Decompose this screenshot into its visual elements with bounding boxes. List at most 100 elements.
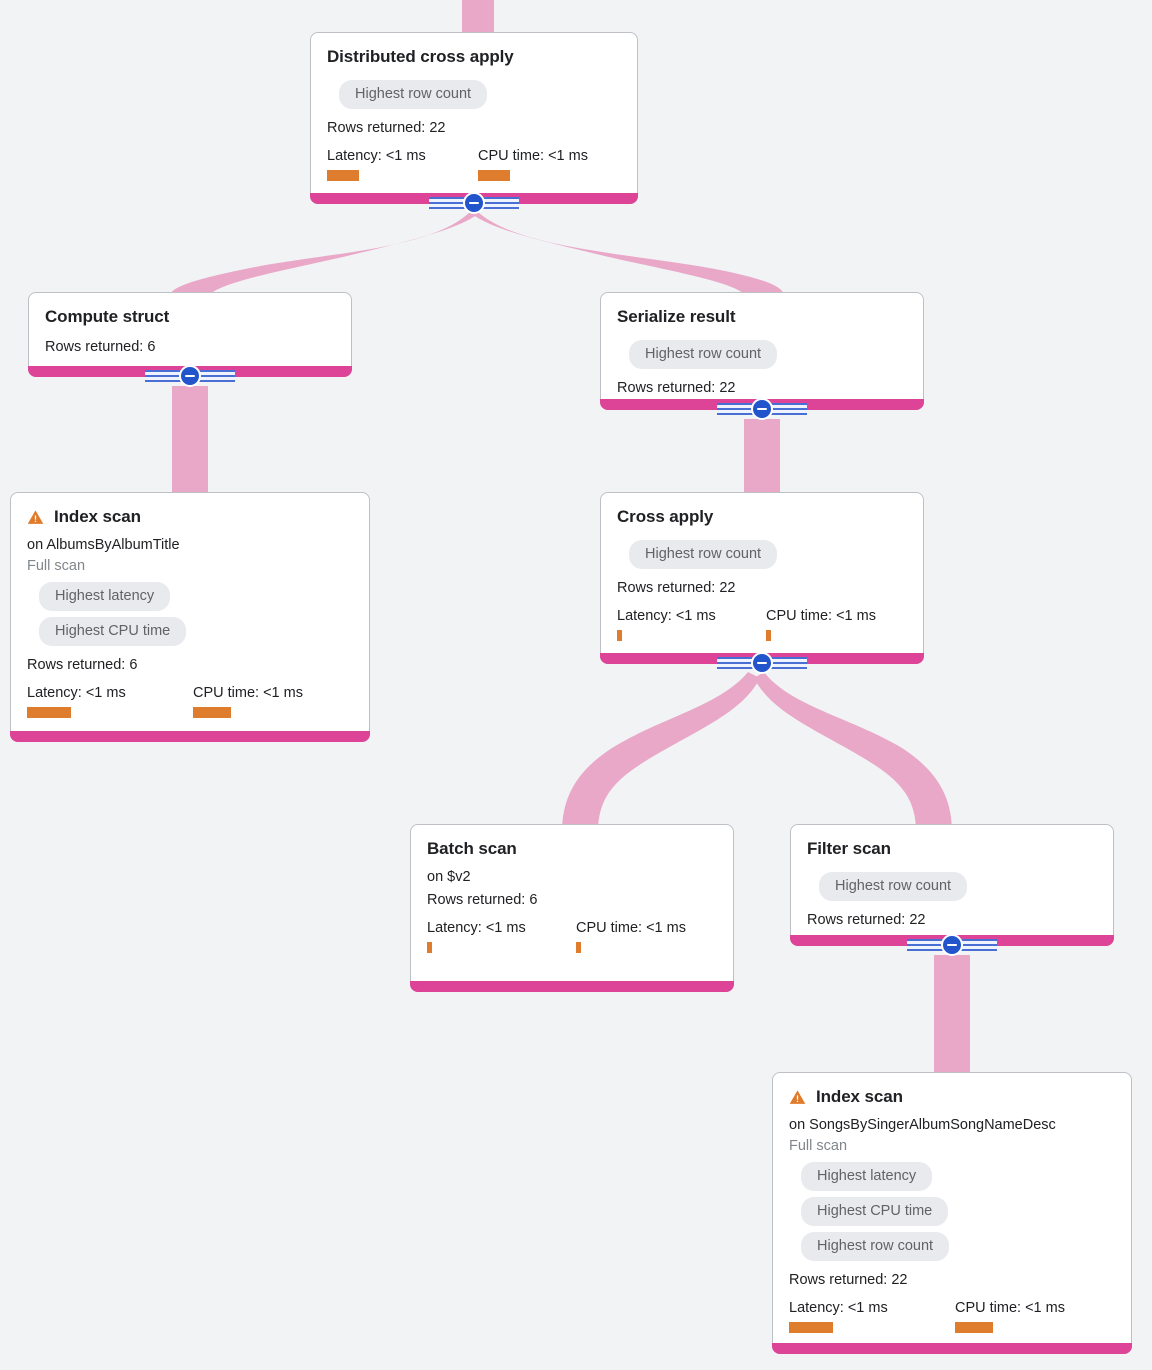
cpu-time-label: CPU time: <1 ms <box>193 685 303 701</box>
node-target: on SongsBySingerAlbumSongNameDesc <box>789 1117 1056 1133</box>
rows-returned: Rows returned: 6 <box>27 657 138 673</box>
cpu-time-bar <box>766 630 771 641</box>
badge-highest-cpu-time: Highest CPU time <box>801 1197 949 1226</box>
minus-glyph <box>947 944 957 946</box>
node-footer-bar <box>410 981 734 992</box>
latency-metric: Latency: <1 ms <box>427 919 576 953</box>
node-metrics: Latency: <1 ms CPU time: <1 ms <box>789 1299 1115 1333</box>
edge-root-stub <box>462 0 494 34</box>
cpu-time-metric: CPU time: <1 ms <box>766 607 876 641</box>
node-badges: Highest row count <box>617 340 907 369</box>
node-metrics: Latency: <1 ms CPU time: <1 ms <box>27 684 353 718</box>
badge-highest-row-count: Highest row count <box>819 872 968 901</box>
minus-icon[interactable] <box>751 652 773 674</box>
node-title: Distributed cross apply <box>327 47 514 66</box>
node-scan-note: Full scan <box>789 1138 848 1154</box>
badge-highest-row-count: Highest row count <box>629 540 778 569</box>
latency-label: Latency: <1 ms <box>327 148 426 164</box>
node-badges: Highest row count <box>617 540 907 569</box>
warning-triangle-icon <box>27 509 44 524</box>
cpu-time-metric: CPU time: <1 ms <box>955 1299 1065 1333</box>
badge-highest-latency: Highest latency <box>39 582 171 611</box>
node-scan-note: Full scan <box>27 558 86 574</box>
node-title-row: Cross apply <box>617 507 907 527</box>
rows-returned: Rows returned: 22 <box>617 580 736 596</box>
warning-triangle-icon <box>789 1089 806 1104</box>
cpu-time-label: CPU time: <1 ms <box>766 608 876 624</box>
latency-bar <box>427 942 432 953</box>
cpu-time-bar <box>955 1322 993 1333</box>
cpu-time-bar <box>478 170 510 181</box>
cpu-time-label: CPU time: <1 ms <box>478 148 588 164</box>
collapse-toggle-serialize-result[interactable] <box>717 398 807 420</box>
badge-highest-row-count: Highest row count <box>339 80 488 109</box>
edge-dca-to-compute-struct <box>170 212 478 296</box>
node-title: Cross apply <box>617 507 714 526</box>
edge-cross-apply-to-filter-scan <box>754 672 952 832</box>
collapse-toggle-compute-struct[interactable] <box>145 365 235 387</box>
latency-bar <box>327 170 359 181</box>
rows-returned: Rows returned: 22 <box>789 1272 908 1288</box>
latency-metric: Latency: <1 ms <box>617 607 766 641</box>
minus-glyph <box>469 202 479 204</box>
badge-highest-latency: Highest latency <box>801 1162 933 1191</box>
collapse-toggle-distributed-cross-apply[interactable] <box>429 192 519 214</box>
node-title: Filter scan <box>807 839 891 858</box>
edge-cross-apply-to-batch-scan <box>562 672 760 832</box>
minus-glyph <box>757 662 767 664</box>
edge-dca-to-serialize-result <box>472 212 784 296</box>
node-title-row: Filter scan <box>807 839 1097 859</box>
rows-returned: Rows returned: 6 <box>427 892 538 908</box>
latency-label: Latency: <1 ms <box>27 685 126 701</box>
minus-icon[interactable] <box>179 365 201 387</box>
rows-returned: Rows returned: 22 <box>617 380 736 396</box>
minus-glyph <box>757 408 767 410</box>
cpu-time-metric: CPU time: <1 ms <box>478 147 588 181</box>
minus-glyph <box>185 375 195 377</box>
edge-serialize-result-to-cross-apply <box>744 419 780 500</box>
cpu-time-label: CPU time: <1 ms <box>576 920 686 936</box>
minus-icon[interactable] <box>463 192 485 214</box>
node-badges: Highest row count <box>327 80 621 109</box>
plan-node-index-scan-songs[interactable]: Index scan on SongsBySingerAlbumSongNameD… <box>772 1072 1132 1354</box>
node-title: Index scan <box>54 507 141 526</box>
latency-metric: Latency: <1 ms <box>327 147 478 181</box>
badge-highest-row-count: Highest row count <box>629 340 778 369</box>
cpu-time-label: CPU time: <1 ms <box>955 1300 1065 1316</box>
latency-bar <box>617 630 622 641</box>
cpu-time-metric: CPU time: <1 ms <box>193 684 303 718</box>
node-target: on $v2 <box>427 869 471 885</box>
minus-icon[interactable] <box>751 398 773 420</box>
rows-returned: Rows returned: 22 <box>327 120 446 136</box>
collapse-toggle-cross-apply[interactable] <box>717 652 807 674</box>
rows-returned: Rows returned: 22 <box>807 912 926 928</box>
node-title-row: Index scan <box>789 1087 1115 1107</box>
rows-returned: Rows returned: 6 <box>45 339 156 355</box>
latency-metric: Latency: <1 ms <box>789 1299 955 1333</box>
node-title-row: Distributed cross apply <box>327 47 621 67</box>
node-badges: Highest row count <box>807 872 1097 901</box>
node-title: Index scan <box>816 1087 903 1106</box>
badge-highest-cpu-time: Highest CPU time <box>39 617 187 646</box>
cpu-time-bar <box>193 707 231 718</box>
collapse-toggle-filter-scan[interactable] <box>907 934 997 956</box>
node-title-row: Compute struct <box>45 307 335 327</box>
minus-icon[interactable] <box>941 934 963 956</box>
badge-highest-row-count: Highest row count <box>801 1232 950 1261</box>
latency-metric: Latency: <1 ms <box>27 684 193 718</box>
node-metrics: Latency: <1 ms CPU time: <1 ms <box>327 147 621 181</box>
node-title-row: Batch scan <box>427 839 717 859</box>
latency-label: Latency: <1 ms <box>789 1300 888 1316</box>
node-title-row: Index scan <box>27 507 353 527</box>
